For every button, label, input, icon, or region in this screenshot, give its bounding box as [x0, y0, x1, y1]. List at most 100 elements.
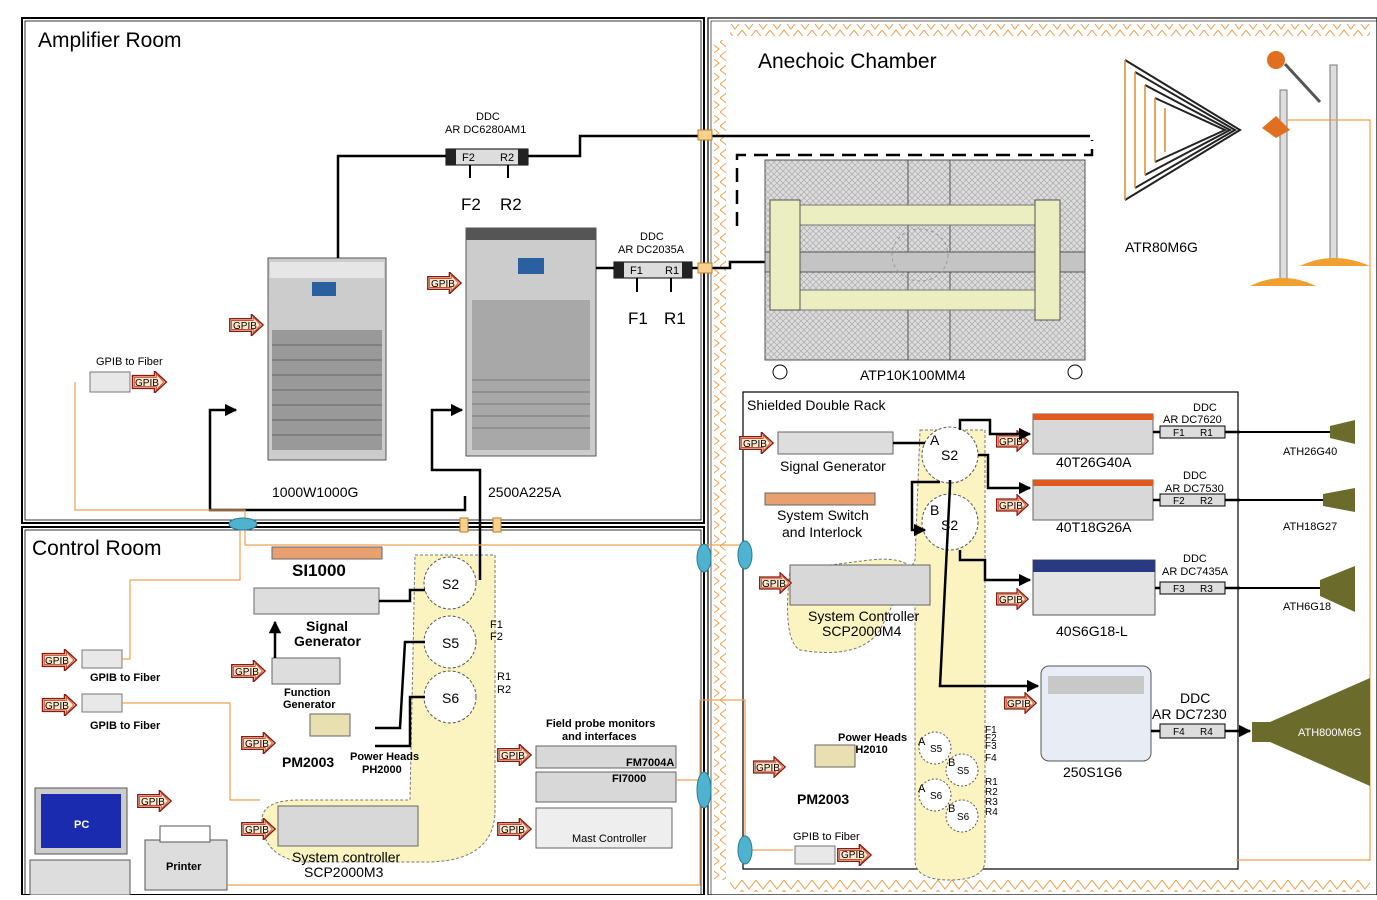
ddc4-title: DDC: [1183, 470, 1207, 482]
wire-ddc1-atr: [528, 134, 1090, 158]
atp10k100mm4: ATP10K100MM4: [735, 140, 1094, 383]
ddc5-model: AR DC7435A: [1162, 566, 1229, 578]
control-room-title: Control Room: [32, 537, 162, 560]
rack-signal-generator-label: Signal Generator: [780, 458, 886, 474]
rack-s5-label: S5: [930, 744, 943, 755]
wire-s2-amp6: [938, 480, 1040, 693]
amp-250s1g6: 250S1G6: [1040, 665, 1152, 780]
rack-wiring: [893, 418, 1250, 731]
gpib-label-amp4: GPIB: [999, 501, 1023, 512]
rack-switch-a-s2: A S2: [921, 426, 979, 484]
ctrl-ph2000-label: PH2000: [362, 764, 402, 776]
rack-switch-b-s6: B S6: [945, 799, 979, 833]
ddc6-port-f4: F4: [1173, 727, 1185, 738]
ctrl-port-r2: R2: [497, 684, 511, 696]
rack-b-s6-id: S6: [957, 812, 970, 823]
si1000-label: SI1000: [292, 561, 346, 580]
fiber-ctrl-1: [122, 525, 241, 660]
printer: Printer: [144, 825, 228, 891]
ctrl-s5-label: S5: [442, 635, 459, 651]
sys-ctrl-m3-label-1: System controller: [292, 849, 400, 865]
amp-40s6g18-l: 40S6G18-L: [1032, 559, 1156, 639]
rack-port-f1: F1: [985, 725, 997, 736]
sys-ctrl-m4-label-2: SCP2000M4: [822, 623, 902, 639]
rack-port-f2: F2: [985, 733, 997, 744]
rack-switch-b-s5: B S5: [945, 753, 979, 787]
ddc3-model: AR DC7620: [1163, 414, 1222, 426]
ctrl-pm2003-label: PM2003: [282, 754, 334, 770]
wire-s2-amp2: [430, 403, 482, 580]
ctrl-s2-label: S2: [442, 576, 459, 592]
ddc1-port-f2: F2: [462, 152, 475, 164]
rack-a-label: A: [930, 432, 940, 448]
ddc4-port-f2: F2: [1173, 496, 1185, 507]
amp-40t18g26a: 40T18G26A: [1032, 479, 1154, 535]
ctrl-switch-s6: S6: [423, 670, 477, 724]
ddc-dc6280am1: DDC AR DC6280AM1 F2 R2 F2 R2: [445, 111, 529, 214]
ddc2-port-f1: F1: [630, 265, 643, 277]
ath18g27-label: ATH18G27: [1283, 521, 1337, 533]
printer-label: Printer: [166, 861, 202, 873]
ddc6-port-r4: R4: [1200, 727, 1213, 738]
wire-s2-amp4: [978, 453, 1032, 495]
ctrl-port-f2: F2: [490, 631, 503, 643]
sys-ctrl-m4-label-1: System Controller: [808, 608, 920, 624]
ddc4-port-r2: R2: [1200, 496, 1213, 507]
rack-port-r3: R3: [985, 797, 998, 808]
gpib-to-fiber-rack-label: GPIB to Fiber: [793, 831, 860, 843]
ath6g18-label: ATH6G18: [1283, 601, 1331, 613]
ddc2-f1-label: F1: [628, 309, 648, 328]
gpib-label-rack-pm: GPIB: [756, 763, 780, 774]
gpib-label-ctrl: GPIB: [245, 825, 269, 836]
rack-signal-generator: Signal Generator: [777, 431, 894, 474]
ctrl-system-controller: System controller SCP2000M3: [277, 805, 419, 880]
amp-1000w1000g: 1000W1000G: [267, 257, 387, 500]
ath26g40-label: ATH26G40: [1283, 446, 1337, 458]
fm7004a-label: FM7004A: [626, 757, 674, 769]
gpib-label-amp2: GPIB: [431, 279, 455, 290]
ddc-dc7620: DDC AR DC7620 F1 R1: [1159, 402, 1226, 439]
ddc3-port-f1: F1: [1173, 428, 1185, 439]
field-probe-mast: [1250, 51, 1370, 286]
absorber-top: [730, 24, 1370, 36]
gpib-label-fm7004a: GPIB: [501, 751, 525, 762]
rack-b-s5-id: S5: [957, 766, 970, 777]
rack-b-s2-label: S2: [941, 517, 958, 533]
rack-pm2003-label: PM2003: [797, 791, 849, 807]
gpib-label-rack-ctrl: GPIB: [762, 579, 786, 590]
ddc2-port-r1: R1: [665, 265, 679, 277]
ctrl-function-generator: Function Generator: [271, 657, 341, 711]
ath18g27: ATH18G27: [1240, 488, 1355, 533]
ctrl-pm2003: PM2003 Power Heads PH2000: [282, 713, 419, 776]
pc-label: PC: [74, 819, 89, 831]
ddc2-title: DDC: [640, 231, 664, 243]
gpib-label-pm: GPIB: [245, 739, 269, 750]
ddc1-port-r2: R2: [500, 152, 514, 164]
amp-2500a225a-label: 2500A225A: [488, 484, 562, 500]
amp-1000w1000g-label: 1000W1000G: [272, 484, 358, 500]
ath26g40: ATH26G40: [1240, 420, 1355, 458]
ctrl-switch-s5: S5: [423, 615, 477, 669]
ddc4-model: AR DC7530: [1165, 483, 1224, 495]
wire-pm-s5: [375, 640, 425, 730]
ddc6-model: AR DC7230: [1152, 706, 1227, 722]
amp-2500a225a: 2500A225A: [465, 227, 597, 500]
gpib-label-pc: GPIB: [141, 797, 165, 808]
rack-port-r4: R4: [985, 807, 998, 818]
atp-label: ATP10K100MM4: [860, 367, 966, 383]
gpib-label-func: GPIB: [235, 667, 259, 678]
ath6g18: ATH6G18: [1240, 566, 1355, 613]
atr80m6g: ATR80M6G: [1124, 59, 1242, 255]
ddc-dc7530: DDC AR DC7530 F2 R2: [1159, 470, 1226, 507]
field-probe-label-1: Field probe monitors: [546, 718, 655, 730]
rack-s6-label: S6: [930, 791, 943, 802]
rack-a-s5-label: A: [918, 736, 926, 748]
ath800m6g: ATH800M6G: [1252, 678, 1370, 786]
anechoic-chamber: Anechoic Chamber: [707, 17, 1377, 896]
wire-amp1-ddc1: [336, 154, 446, 258]
gpib-label-rack-sg: GPIB: [743, 439, 767, 450]
ddc2-model: AR DC2035A: [618, 244, 685, 256]
rack-b-label: B: [930, 502, 939, 518]
ddc3-title: DDC: [1193, 402, 1217, 414]
